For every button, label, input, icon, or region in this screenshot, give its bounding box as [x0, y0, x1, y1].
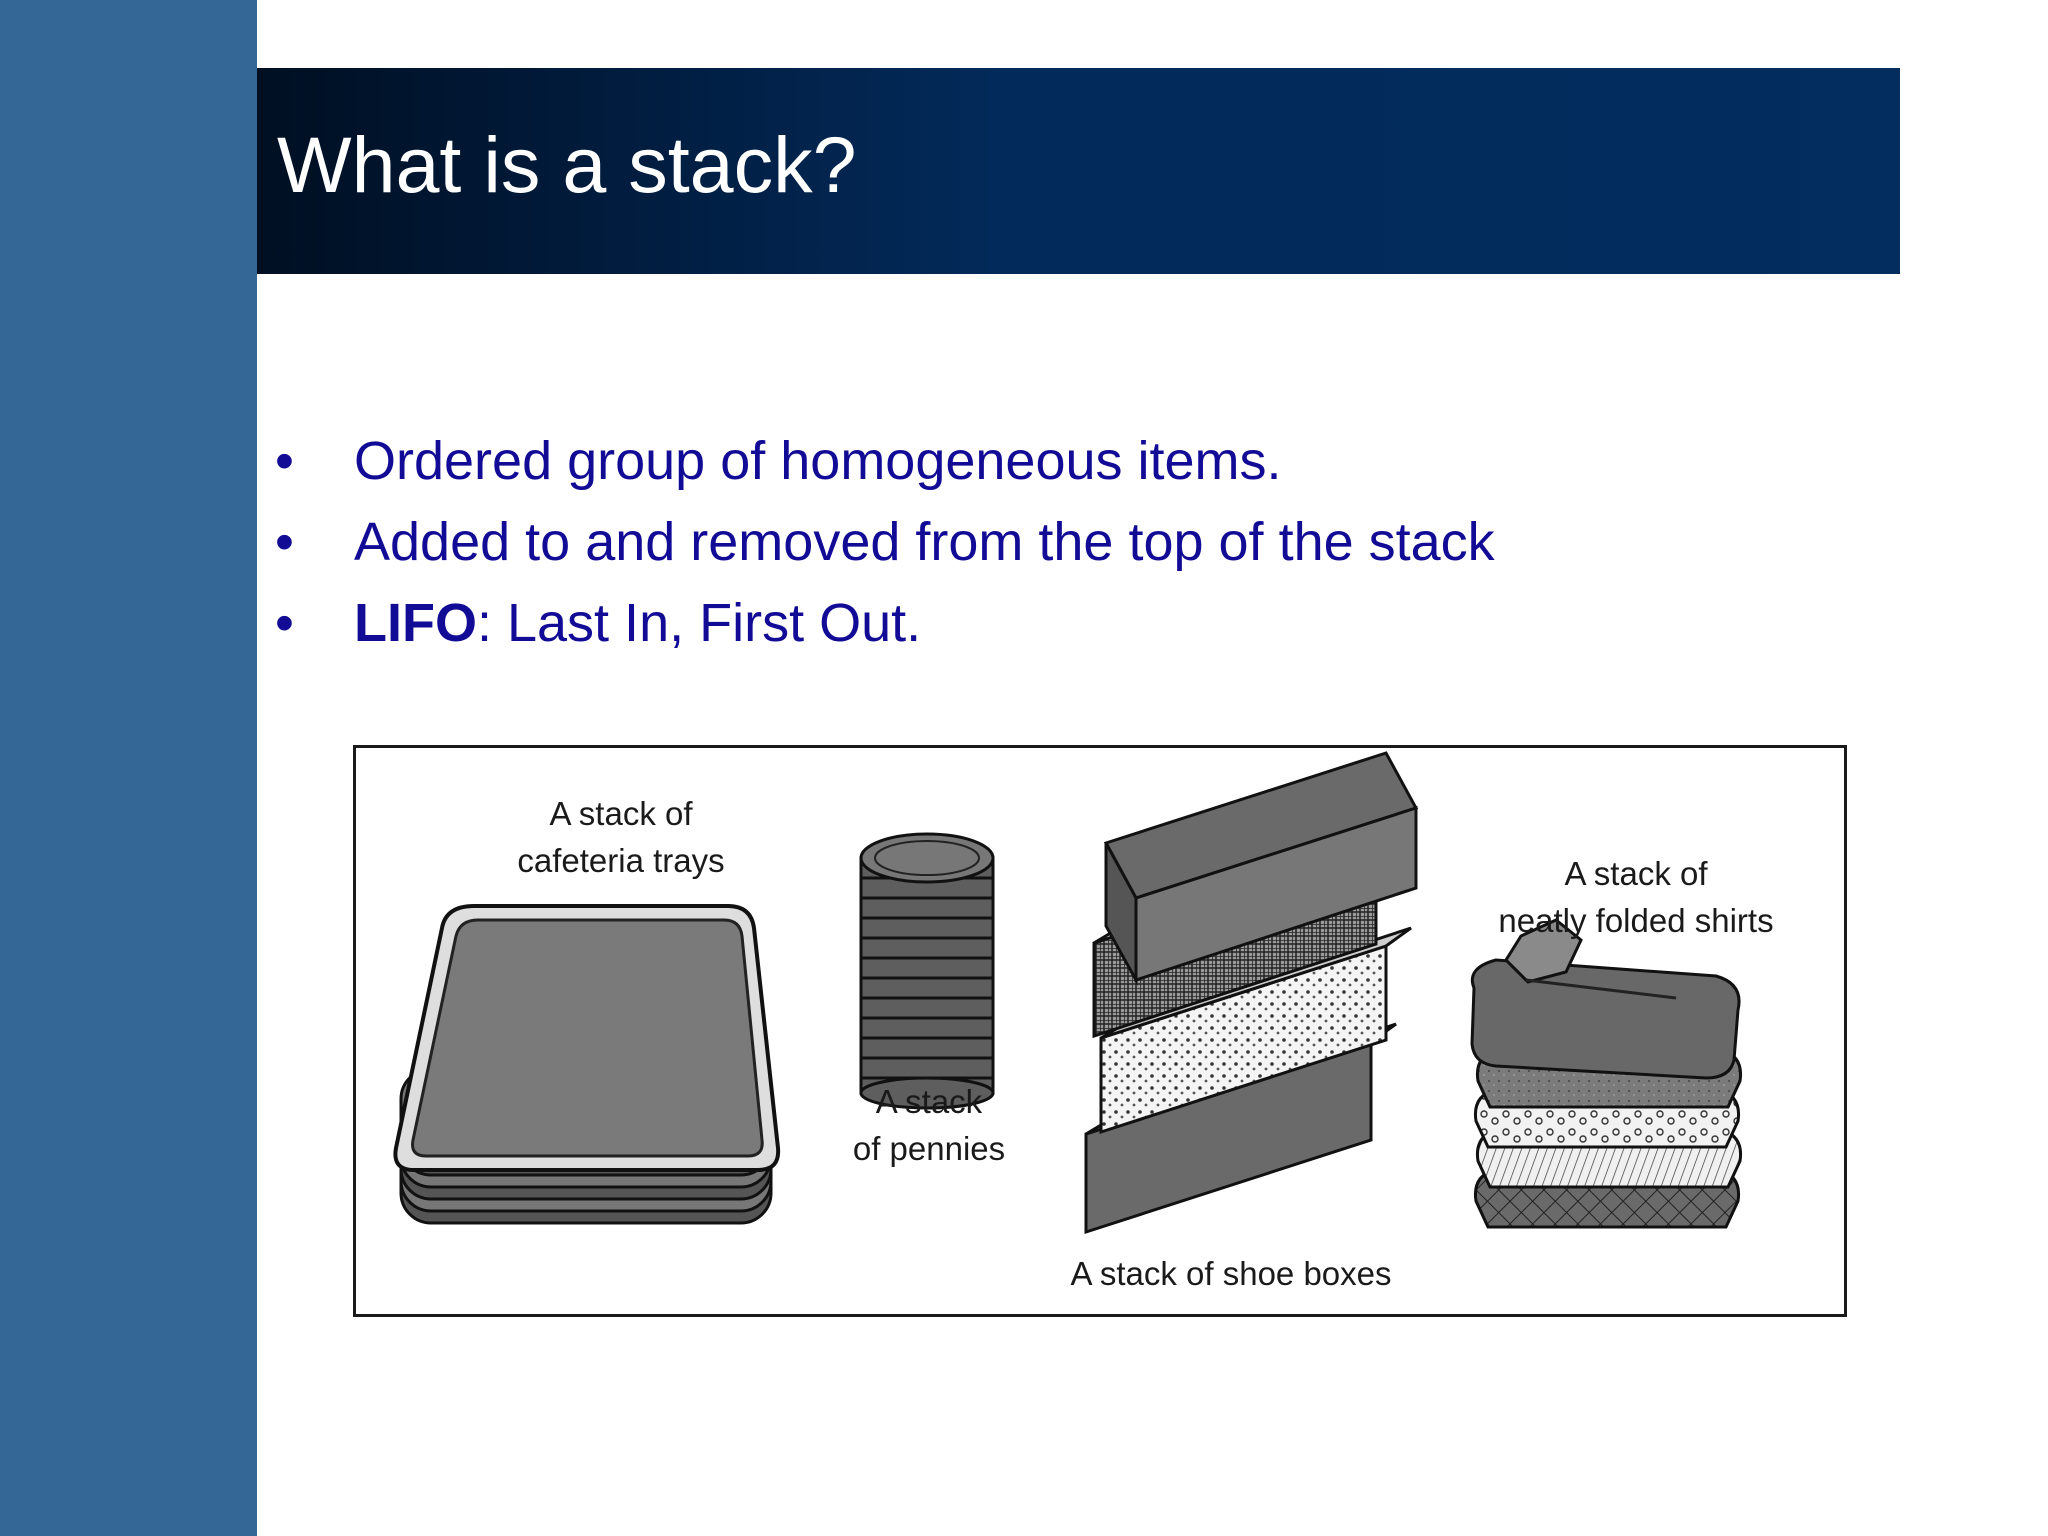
left-accent-bar: [0, 0, 257, 1536]
stack-illustration-drawing: [393, 751, 1743, 1235]
title-banner: What is a stack?: [257, 68, 1900, 274]
lifo-term: LIFO: [354, 593, 477, 653]
bullet-text: LIFO: Last In, First Out.: [354, 592, 921, 654]
shoe-boxes-drawing: [1084, 751, 1419, 1235]
bullet-text: Added to and removed from the top of the…: [354, 512, 1495, 572]
bullet-marker: •: [275, 512, 294, 572]
trays-label: A stack of cafeteria trays: [517, 795, 725, 879]
bullet-marker: •: [275, 431, 294, 491]
cafeteria-trays-drawing: [393, 904, 781, 1225]
folded-shirts-drawing: [1470, 918, 1743, 1229]
lifo-definition: : Last In, First Out.: [476, 593, 922, 653]
slide-title: What is a stack?: [277, 120, 857, 209]
bullet-text: Ordered group of homogeneous items.: [354, 431, 1282, 491]
stack-illustration: A stack of cafeteria trays A stack of pe…: [353, 745, 1847, 1317]
shirts-label: A stack of neatly folded shirts: [1498, 855, 1774, 939]
pennies-label: A stack of pennies: [852, 1083, 1006, 1167]
bullet-marker: •: [275, 593, 294, 653]
pennies-drawing: [859, 832, 995, 1110]
shoe-boxes-label: A stack of shoe boxes: [1070, 1255, 1392, 1292]
